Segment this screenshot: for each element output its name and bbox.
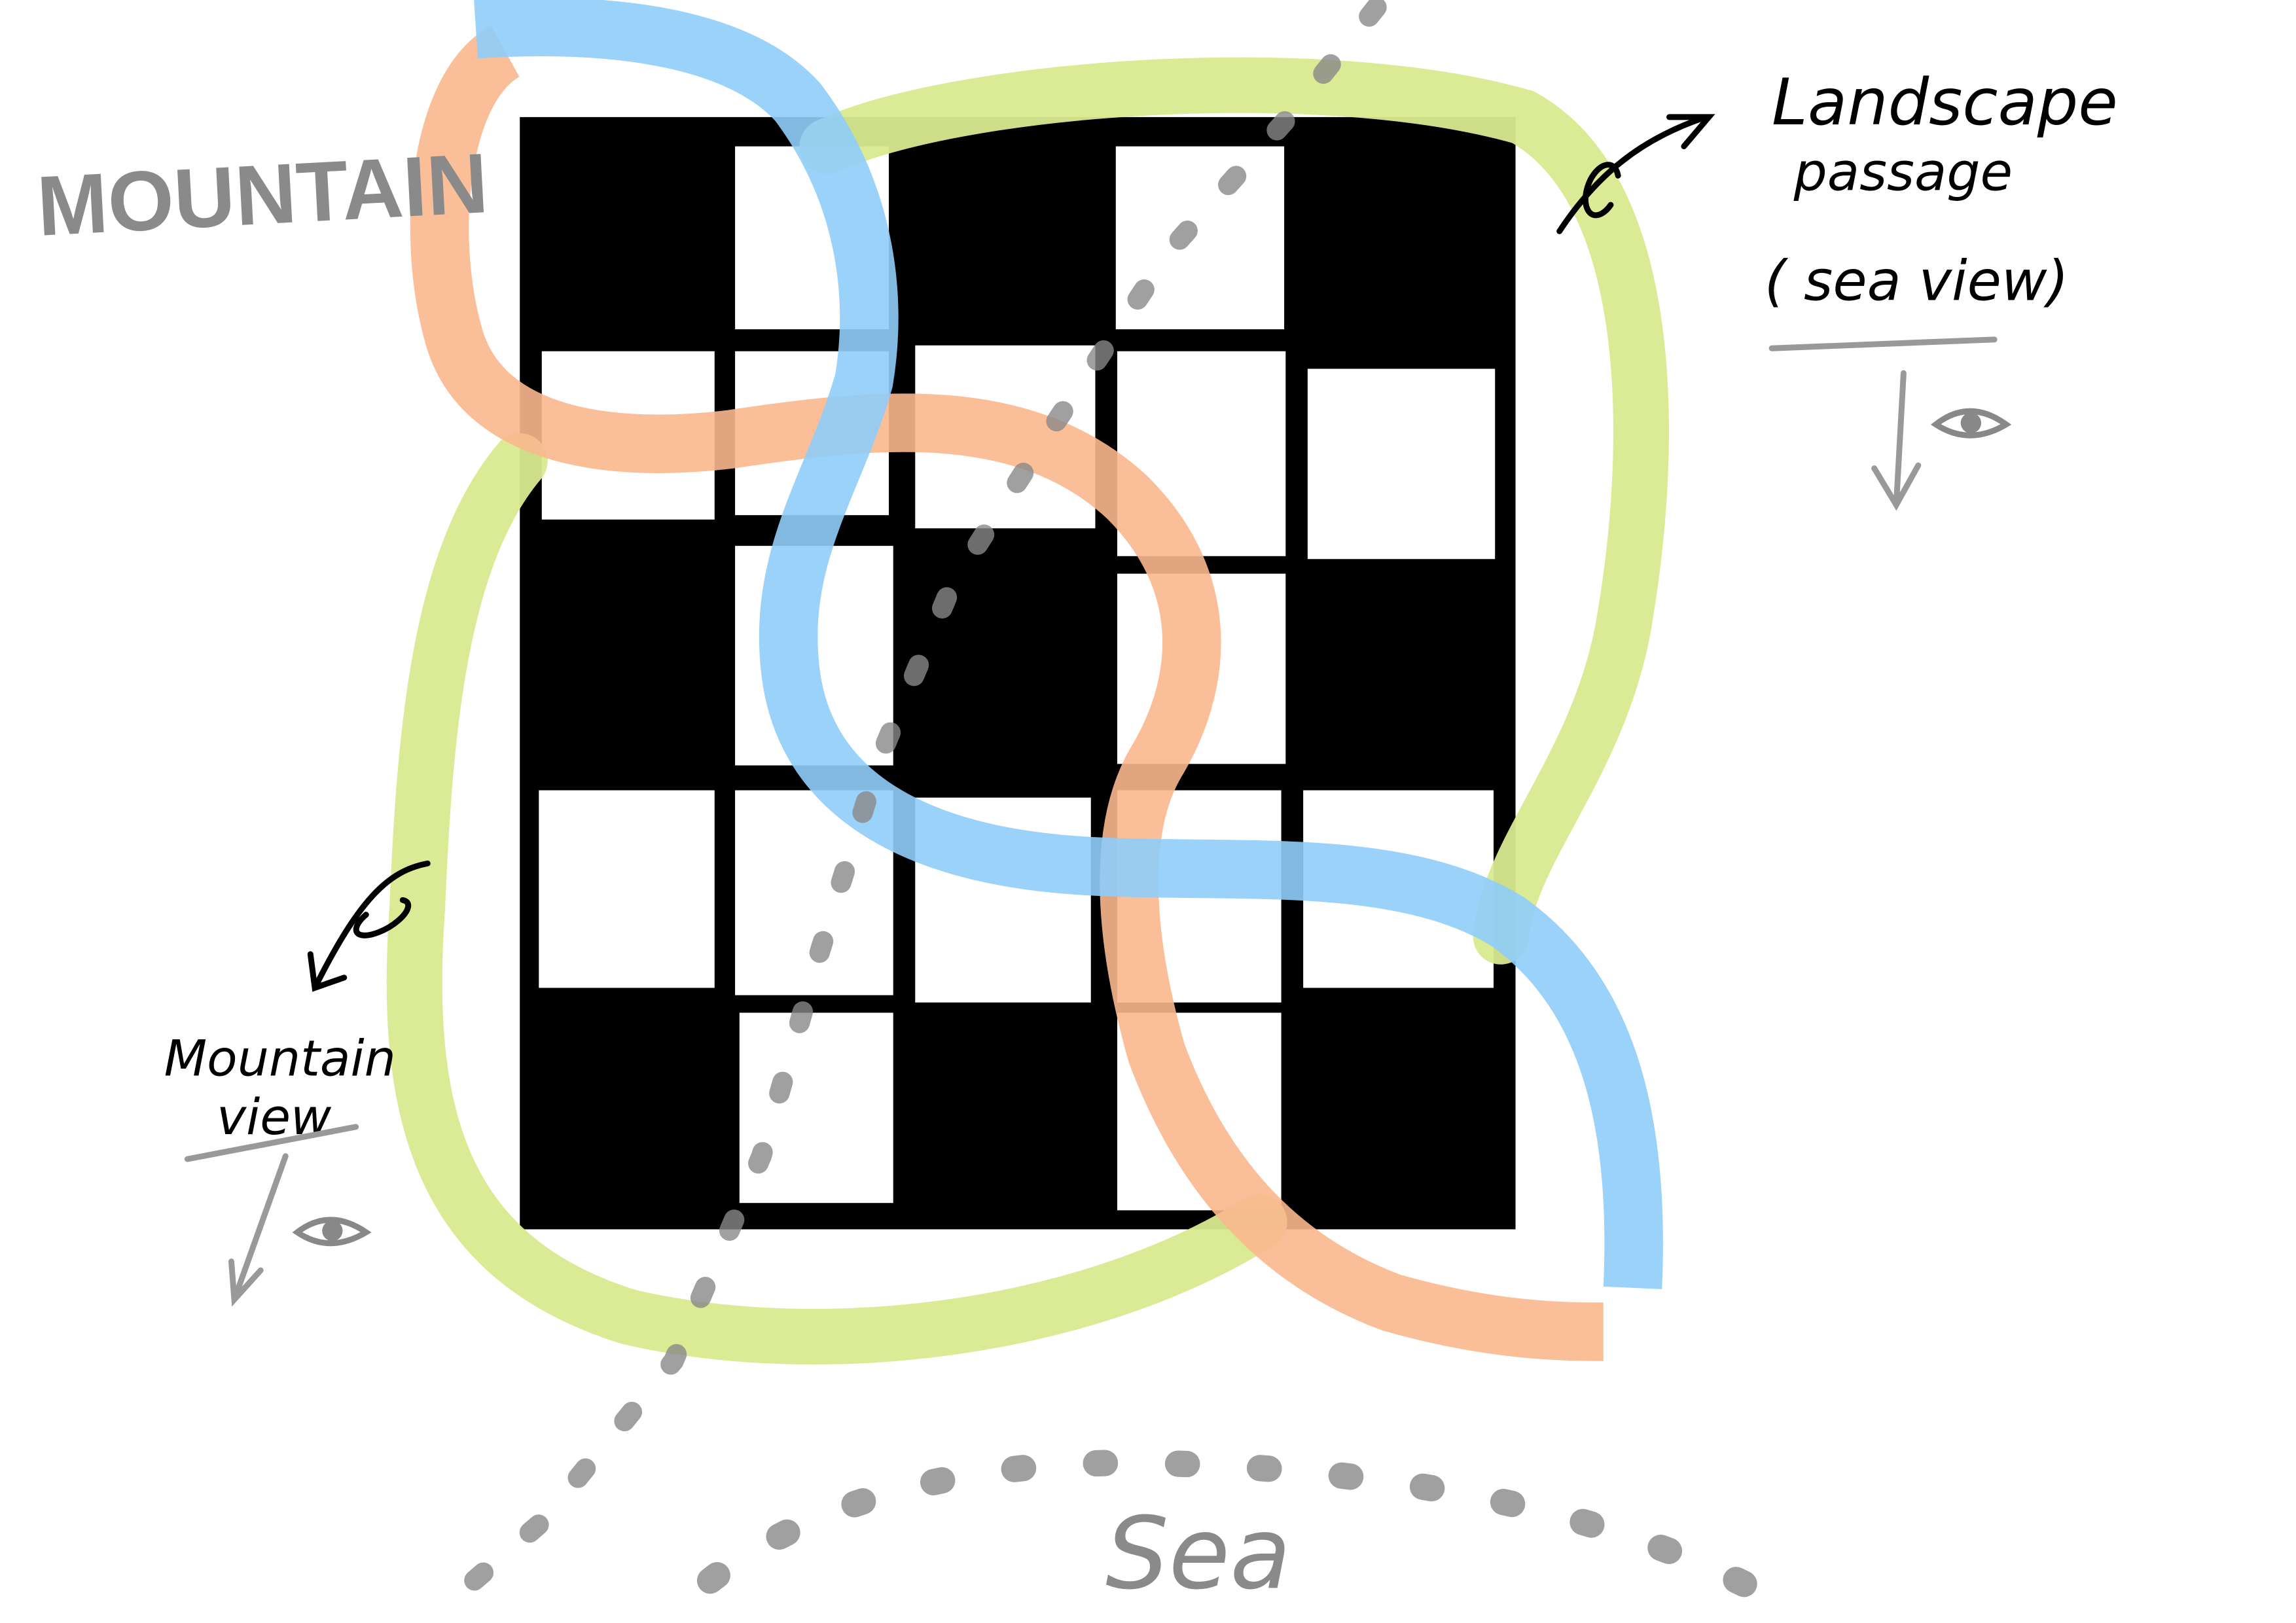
mountain-view-line1: Mountain (164, 1029, 396, 1088)
underline (1768, 336, 1998, 351)
blue-river-path (474, 0, 1663, 1289)
sea-label: Sea (1105, 1495, 1291, 1611)
eye-icon (1930, 408, 2012, 438)
landscape-label-line1: Landscape (1772, 65, 2118, 140)
underline (184, 1124, 359, 1162)
sea-axis-dashed-line (422, 0, 1387, 1623)
arrow-curved-icon (1556, 114, 1715, 234)
mountain-view-annotation: Mountain view (164, 860, 431, 1307)
checkerboard-grid (520, 116, 1516, 1230)
arrow-down-icon (228, 1153, 289, 1307)
landscape-label-line2: passage (1793, 141, 2013, 203)
arrow-curved-icon (307, 860, 431, 992)
mountain-label: MOUNTAIN (35, 136, 490, 254)
landscape-passage-annotation: Landscape passage ( sea view) (1556, 65, 2118, 511)
landscape-label-line3: ( sea view) (1765, 249, 2069, 313)
green-landscape-path (386, 57, 1669, 1364)
sea-arc-dotted-line (696, 1450, 1793, 1616)
orange-path (410, 26, 1604, 1361)
eye-icon (292, 1217, 372, 1247)
arrow-down-icon (1871, 370, 1922, 511)
